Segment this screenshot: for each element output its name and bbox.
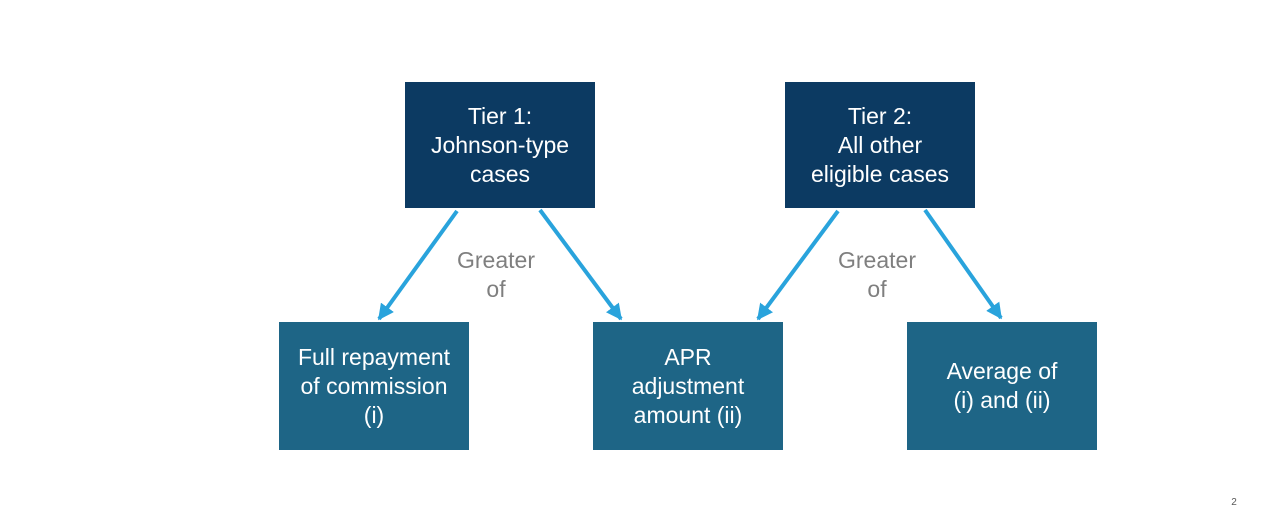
greater-of-label-2: Greater of: [838, 246, 916, 304]
greater-of-label-line: Greater: [457, 247, 535, 273]
apr-adjustment-text-line: adjustment: [631, 372, 745, 399]
page-number: 2: [1231, 497, 1237, 508]
connector-arrow: [756, 209, 840, 321]
average-box: Average of (i) and (ii): [907, 322, 1097, 450]
greater-of-label-1: Greater of: [457, 246, 535, 304]
tier2-text-line: All other: [837, 131, 923, 158]
greater-of-label-line: Greater: [838, 247, 916, 273]
full-repayment-text-line: of commission: [300, 372, 448, 399]
full-repayment-text-line: (i): [363, 401, 385, 428]
average-text-line: Average of: [946, 358, 1058, 384]
full-repayment-text-line: Full repayment: [297, 343, 451, 370]
apr-adjustment-text-line: APR: [664, 343, 712, 370]
tier2-text-line: eligible cases: [810, 160, 950, 187]
connector-arrow: [923, 208, 1003, 320]
tier1-text-line: Tier 1:: [467, 102, 533, 129]
tier1-text-line: Johnson-type: [430, 131, 570, 158]
tier2-text-line: Tier 2:: [847, 102, 913, 129]
tier1-text-line: cases: [469, 160, 531, 187]
greater-of-label-line: of: [486, 276, 506, 302]
connector-arrow: [538, 208, 623, 321]
connector-arrow: [377, 209, 459, 321]
greater-of-label-line: of: [867, 276, 887, 302]
average-text-line: (i) and (ii): [953, 387, 1051, 413]
apr-adjustment-text-line: amount (ii): [633, 401, 743, 428]
